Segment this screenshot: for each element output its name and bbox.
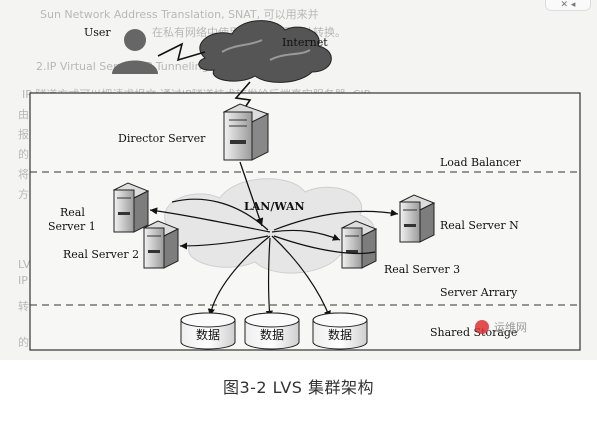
real-server-n-icon: [398, 194, 436, 243]
real-server-2-icon: [142, 220, 180, 269]
close-hint-chip[interactable]: ✕ ◂: [545, 0, 591, 11]
real-server-n-label: Real Server N: [440, 219, 519, 232]
storage-disk-1: [180, 312, 236, 350]
watermark: 运维网: [475, 320, 527, 334]
disk-3-label: 数据: [328, 327, 352, 342]
lan-connections: [149, 198, 399, 319]
real-server-1-label-line1: Real: [60, 206, 85, 219]
director-server-icon: [222, 103, 270, 161]
user-icon: [112, 29, 158, 74]
background-text-line: Sun Network Address Translation, SNAT, 可…: [40, 7, 319, 21]
disk-2-label: 数据: [260, 327, 284, 342]
internet-cloud: [198, 20, 332, 83]
director-lan-link: [239, 161, 264, 227]
internet-label: Internet: [282, 36, 328, 49]
real-server-1-icon: [112, 182, 150, 233]
server-array-label: Server Arrary: [440, 286, 518, 299]
real-server-1-label-line2: Server 1: [48, 220, 96, 233]
real-server-3-icon: [340, 220, 378, 269]
real-server-2-label: Real Server 2: [63, 248, 139, 261]
figure-caption: 图3-2 LVS 集群架构: [222, 378, 375, 397]
cloud-texture: [221, 39, 311, 61]
disk-1-label: 数据: [196, 327, 220, 342]
load-balancer-label: Load Balancer: [440, 156, 521, 169]
user-internet-link: [157, 42, 206, 62]
watermark-text: 运维网: [494, 321, 527, 334]
shared-storage-label: Shared Storage: [430, 326, 517, 339]
storage-disk-3: [312, 312, 368, 350]
lan-wan-label: LAN/WAN: [244, 200, 305, 213]
lvs-architecture-diagram: Sun Network Address Translation, SNAT, 可…: [0, 0, 597, 360]
user-label: User: [84, 26, 111, 39]
director-server-label: Director Server: [118, 132, 206, 145]
real-server-3-label: Real Server 3: [384, 263, 460, 276]
storage-disk-2: [244, 312, 300, 350]
